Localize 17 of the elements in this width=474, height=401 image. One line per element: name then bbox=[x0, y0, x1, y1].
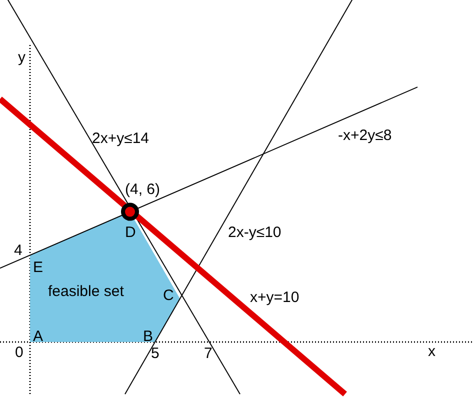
axis-label: y bbox=[18, 50, 26, 65]
vertex-label: C bbox=[163, 288, 174, 303]
point-label: (4, 6) bbox=[125, 182, 160, 197]
tick-label: 5 bbox=[151, 346, 160, 361]
constraint-label: -x+2y≤8 bbox=[338, 128, 392, 143]
constraint-label: 2x+y≤14 bbox=[92, 131, 150, 146]
vertex-label: B bbox=[143, 329, 154, 344]
region-label: feasible set bbox=[48, 284, 124, 299]
constraint-label: 2x-y≤10 bbox=[228, 225, 282, 240]
axis-label: x bbox=[428, 344, 436, 359]
tick-label: 4 bbox=[14, 243, 22, 258]
vertex-label: D bbox=[125, 225, 136, 240]
vertex-label: A bbox=[33, 329, 44, 344]
objective-label: x+y=10 bbox=[250, 290, 300, 305]
tick-label: 7 bbox=[204, 346, 212, 361]
vertex-label: E bbox=[33, 260, 44, 275]
tick-label: 0 bbox=[15, 345, 24, 360]
